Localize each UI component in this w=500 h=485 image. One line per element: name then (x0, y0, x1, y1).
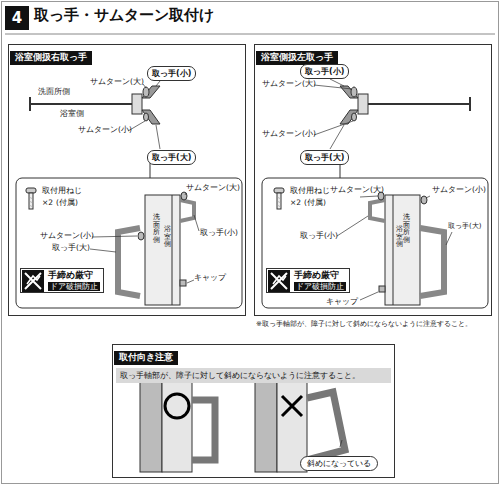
part-label: (付属) (304, 199, 326, 208)
part-label: サムターン(大) (90, 78, 144, 87)
part-label: キャップ (326, 298, 358, 307)
warning-text: 手締め厳守 (294, 270, 346, 281)
caution-text: 取っ手軸部が、障子に対して斜めにならないように注意すること。 (116, 368, 391, 383)
page-title: 取っ手・サムターン取付け (34, 7, 214, 24)
call-box: 斜めになっている (300, 456, 378, 471)
part-label: サムターン(大) (262, 80, 316, 89)
part-label: ×2 (290, 199, 301, 208)
part-label: キャップ (194, 274, 226, 283)
node-text: 取っ手(大) (305, 152, 344, 163)
vertical-label: 浴室側 (164, 226, 171, 249)
vertical-label: 洗面所側 (153, 214, 160, 245)
node-text: 取っ手(小) (152, 68, 191, 79)
vertical-label: 洗面所側 (403, 214, 410, 245)
node-text: 取っ手(大) (152, 152, 191, 163)
part-label: 浴室側 (60, 110, 84, 119)
part-label: ※取っ手軸部が、障子に対して斜めにならないように注意すること。 (256, 320, 472, 328)
pill-box: 取っ手(小) (300, 64, 349, 79)
part-label: (付属) (56, 199, 78, 208)
warning-text: ドア破損防止 (48, 282, 100, 292)
warn-box: 手締め厳守ドア破損防止 (20, 268, 104, 293)
section-heading: 浴室側扱左取っ手 (256, 51, 338, 65)
pill-box: 取っ手(小) (147, 66, 196, 81)
part-label: サムターン(大) (186, 184, 240, 193)
part-label: サムターン(大) (330, 186, 384, 195)
part-label: 取っ手(大) (448, 222, 481, 230)
pill-box: 取っ手(大) (300, 150, 349, 165)
pill-box: 取っ手(大) (147, 150, 196, 165)
step-number: 4 (5, 6, 29, 30)
part-label: 取付用ねじ (42, 187, 82, 196)
part-label: サムターン(小) (78, 126, 132, 135)
node-text: 取っ手(小) (305, 66, 344, 77)
warning-text: 手締め厳守 (48, 270, 100, 281)
warn-box: 手締め厳守ドア破損防止 (266, 268, 350, 293)
part-label: ×2 (42, 199, 53, 208)
part-label: サムターン(小) (432, 186, 486, 195)
part-label: サムターン(小) (262, 130, 316, 139)
section-heading: 取付向き注意 (114, 351, 178, 365)
part-label: 取っ手(小) (200, 229, 238, 238)
part-label: 洗面所側 (38, 88, 70, 97)
part-label: サムターン(小) (40, 232, 94, 241)
part-label: 取付用ねじ (290, 187, 330, 196)
node-text: 斜めになっている (307, 458, 371, 469)
vertical-label: 浴室側 (396, 226, 403, 249)
part-label: 取っ手(小) (300, 232, 338, 241)
note-box: 取付向き注意取っ手軸部が、障子に対して斜めにならないように注意すること。斜めにな… (112, 344, 395, 478)
warning-text: ドア破損防止 (294, 282, 346, 292)
part-label: 取っ手(大) (52, 244, 90, 253)
section-heading: 浴室側扱右取っ手 (10, 51, 92, 65)
